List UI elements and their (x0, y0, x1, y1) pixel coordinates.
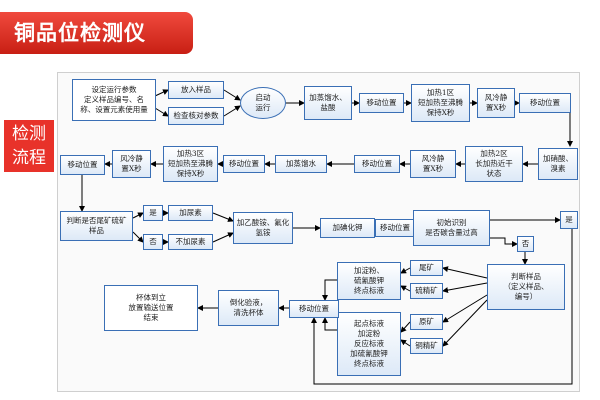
node-move2: 移动位置 (519, 93, 571, 113)
node-judge-tailing: 判断是否尾矿硫矿 样品 (60, 211, 133, 241)
node-add-acetate: 加乙酸铵、氟化 氢铵 (233, 212, 293, 244)
arrow-judge-yes (132, 212, 144, 219)
arrow-titrate-b-move7 (322, 317, 337, 331)
arrow-setup-load (154, 89, 169, 97)
node-air-cool3: 风冷静 置X秒 (112, 150, 151, 178)
node-rinse: 倒化验液， 清洗杯体 (218, 290, 279, 326)
node-add-ki: 加碘化钾 (320, 218, 375, 238)
node-yes1: 是 (143, 205, 163, 221)
node-heat2: 加热2区 长加热近干 状态 (465, 146, 523, 182)
flowchart-panel (57, 72, 580, 392)
arrow-copper-titrate (400, 339, 411, 347)
node-yes2: 是 (560, 211, 578, 229)
node-setup: 设定运行参数 定义样品编号、名 称、设置元素使用量 (72, 79, 156, 121)
node-no2: 否 (517, 236, 534, 252)
arrow-nourea-acetate (212, 232, 234, 243)
node-air-cool2: 风冷静 置X秒 (410, 150, 456, 178)
node-finish: 杯体到立 放置输送位置 结束 (104, 285, 198, 331)
node-move7: 移动位置 (289, 300, 339, 318)
node-heat3: 加热3区 短加热至沸腾 保持X秒 (163, 146, 218, 182)
node-no1: 否 (143, 234, 163, 250)
arrow-yes-loop (311, 228, 573, 385)
arrow-judgesample-raw (442, 294, 488, 323)
arrow-tailing-titrate (400, 267, 411, 274)
arrow-setup-check (154, 107, 169, 117)
arrow-raw-titrate (400, 321, 411, 333)
arrow-load-start (223, 89, 241, 101)
node-check-params: 检查核对参数 (168, 107, 224, 125)
node-heat1: 加热1区 短加热至沸腾 保持X秒 (411, 84, 470, 122)
arrow-judge-no (132, 231, 144, 243)
node-no-urea: 不加尿素 (168, 234, 213, 250)
node-move4: 移动位置 (223, 155, 265, 173)
node-sulfur-conc: 硫精矿 (410, 283, 443, 299)
node-judge-sample: 判断样品 （定义样品、 编号） (487, 264, 565, 310)
page-title: 铜品位检测仪 (0, 12, 193, 54)
node-move6: 移动位置 (375, 219, 415, 237)
node-add-nitric: 加硝酸、 溴素 (538, 148, 578, 180)
node-titrate-b: 起点标液 加淀粉 反应标液 加硫氰酸钾 终点标液 (337, 312, 401, 376)
arrow-identify-no (490, 237, 518, 247)
arrow-judgesample-copper (442, 299, 488, 347)
node-move1: 移动位置 (359, 93, 404, 113)
arrow-check-start (223, 105, 241, 117)
node-copper-conc: 铜精矿 (410, 338, 443, 354)
section-label-line1: 检测 (12, 124, 46, 144)
node-move3: 移动位置 (354, 155, 400, 173)
arrow-judgesample-sulfur (442, 282, 488, 294)
node-tailing: 尾矿 (410, 260, 443, 276)
arrow-titrate-a-move7 (322, 279, 337, 301)
arrow-sulfur-titrate (400, 285, 411, 292)
section-label-line2: 流程 (12, 148, 46, 168)
node-add-water-hcl: 加蒸馏水、 盐酸 (304, 86, 352, 120)
node-start: 启动 运行 (240, 87, 286, 119)
section-label: 检测 流程 (4, 120, 54, 172)
node-raw-ore: 原矿 (410, 314, 443, 330)
node-add-water: 加蒸馏水 (275, 155, 327, 173)
arrow-urea-acetate (212, 212, 234, 222)
node-load-sample: 放入样品 (168, 81, 224, 99)
arrow-judgesample-tailing (442, 266, 488, 279)
node-add-urea: 加尿素 (168, 205, 213, 221)
node-air-cool1: 风冷静 置X秒 (477, 88, 515, 118)
node-identify: 初始识别 是否碳含量过高 (413, 210, 490, 246)
node-titrate-a: 加淀粉、 硫氰酸钾 终点标液 (337, 262, 401, 300)
node-move5: 移动位置 (60, 155, 105, 175)
